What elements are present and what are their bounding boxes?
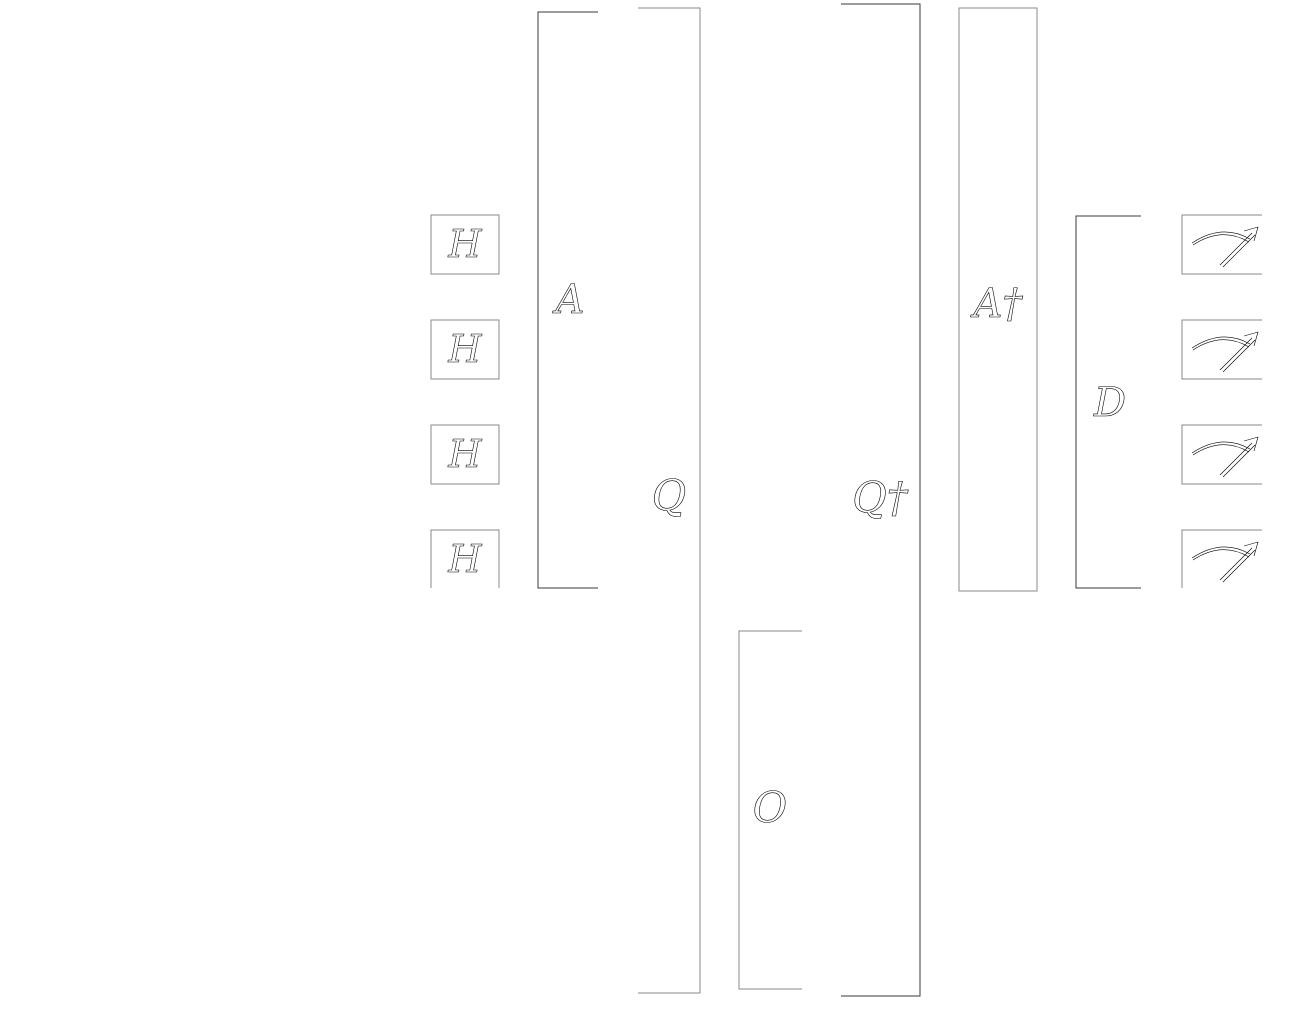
a-gate: A xyxy=(537,11,598,589)
hadamard-gate-label: H xyxy=(447,432,482,476)
oracle-gate-label: O xyxy=(753,783,787,832)
q-dagger-gate-label: Q† xyxy=(852,473,908,522)
a-dagger-gate-label: A† xyxy=(970,281,1024,327)
measurement-meter-icon xyxy=(1181,319,1262,380)
hadamard-gate-label: H xyxy=(447,222,482,266)
hadamard-gate-label: H xyxy=(447,327,482,371)
hadamard-gate-label: H xyxy=(447,537,482,581)
hadamard-gate: H xyxy=(430,529,500,588)
measurement-meter-icon xyxy=(1181,424,1262,485)
q-dagger-gate: Q† xyxy=(841,3,921,997)
q-gate: Q xyxy=(638,7,701,994)
a-dagger-gate: A† xyxy=(958,7,1038,592)
diffusion-gate: D xyxy=(1075,215,1141,589)
q-gate-label: Q xyxy=(652,471,686,520)
oracle-gate: O xyxy=(738,630,802,990)
a-gate-label: A xyxy=(552,277,585,323)
hadamard-gate: H xyxy=(430,319,500,380)
hadamard-gate-column: H H H H xyxy=(430,214,500,588)
hadamard-gate: H xyxy=(430,214,500,275)
diffusion-gate-label: D xyxy=(1093,380,1126,426)
hadamard-gate: H xyxy=(430,424,500,485)
measurement-column xyxy=(1181,214,1262,588)
measurement-meter-icon xyxy=(1181,529,1262,588)
measurement-meter-icon xyxy=(1181,214,1262,275)
